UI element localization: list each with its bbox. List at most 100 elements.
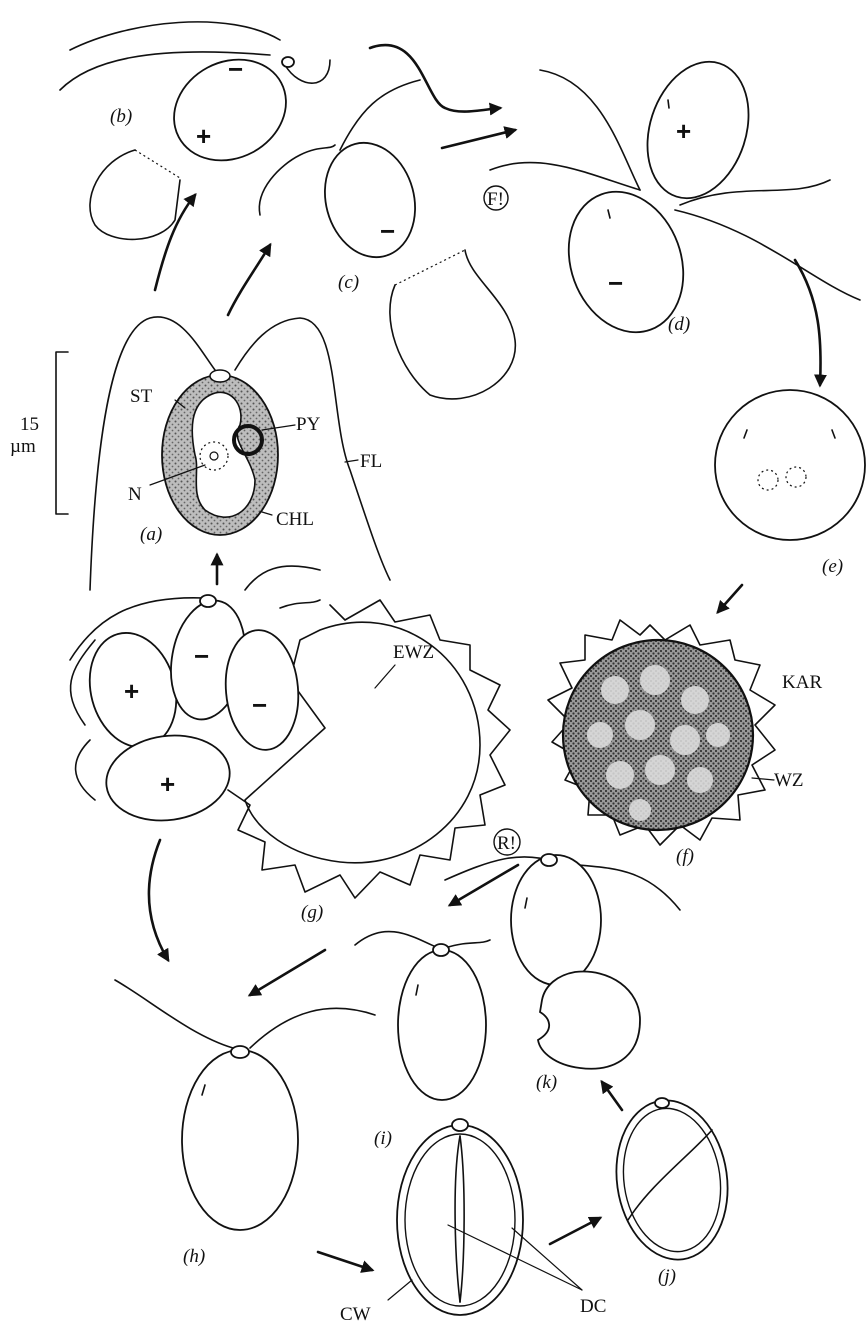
papilla [231, 1046, 249, 1058]
gamete-plus [631, 49, 766, 212]
flagellum [115, 980, 233, 1048]
PY-label: PY [296, 414, 321, 435]
panel-k-label: (k) [536, 1072, 557, 1093]
zygote-cell [715, 390, 865, 540]
flagellum [355, 932, 438, 948]
N-label: N [128, 484, 142, 505]
arrow-i-to-j [550, 1218, 600, 1244]
WZ-leader [752, 778, 774, 780]
flagellum [245, 566, 320, 590]
panel-b-gametes: + − (b) [60, 22, 330, 240]
flagellum [540, 70, 640, 190]
CHL-label: CHL [276, 509, 314, 530]
arrow-k-to-h [250, 950, 325, 995]
arrow-j-to-k [602, 1082, 622, 1110]
papilla [282, 57, 294, 67]
arrow-to-fusion [370, 45, 500, 112]
EWZ-leader [375, 665, 395, 688]
WZ-label: WZ [774, 770, 804, 791]
flagellum [490, 163, 640, 190]
minus-sign: − [380, 216, 395, 246]
gamete-minus [312, 133, 427, 268]
minus-sign: − [194, 641, 209, 671]
arrow-e-to-f [718, 585, 742, 612]
fusion-label: F! [487, 189, 504, 210]
flagellum [675, 210, 860, 300]
scale-value: 15 [20, 414, 39, 435]
DC-leader [512, 1228, 582, 1290]
flagellum [76, 740, 95, 800]
arrow-a-to-c [228, 245, 270, 315]
scale-unit: µm [10, 436, 36, 457]
panel-g-label: (g) [301, 902, 323, 923]
flagellum [70, 22, 280, 50]
panel-a-label: (a) [140, 524, 162, 545]
panel-h-cell: (h) [115, 980, 375, 1267]
flagellum [280, 600, 320, 608]
plus-sign: + [160, 769, 175, 799]
meiosis-label: R! [497, 833, 516, 854]
CW-leader [388, 1280, 412, 1300]
panel-f-zygospore: KAR WZ (f) [548, 620, 822, 867]
CHL-leader [262, 512, 272, 515]
panel-b-label: (b) [110, 106, 132, 127]
minus-sign: − [608, 268, 623, 298]
panel-a-cell: PY ST N FL CHL (a) [90, 317, 390, 590]
empty-wall [390, 250, 515, 399]
plus-sign: + [196, 121, 211, 151]
stigma-mark [668, 100, 669, 108]
panel-j-divided: (j) [606, 1093, 737, 1287]
arrow-f-to-g [450, 865, 518, 905]
ST-label: ST [130, 386, 153, 407]
minus-sign: − [252, 690, 267, 720]
panel-k-release: (k) [355, 854, 680, 1100]
KAR-label: KAR [782, 672, 822, 693]
EWZ-label: EWZ [393, 642, 434, 663]
minus-sign: − [228, 54, 243, 84]
panel-j-label: (j) [658, 1266, 676, 1287]
arrow-a-to-b [155, 195, 195, 290]
plus-sign: + [124, 676, 139, 706]
panel-d-fusion: + − (d) [490, 49, 860, 349]
CW-label: CW [340, 1304, 371, 1325]
papilla [452, 1119, 468, 1131]
flagellum [340, 80, 420, 150]
panel-i-division: (i) CW DC [340, 1119, 606, 1325]
daughter-cell [511, 855, 601, 985]
dotted-opening [135, 150, 180, 178]
panel-f-label: (f) [676, 846, 694, 867]
cell-wall-inner [405, 1134, 515, 1306]
papilla [655, 1098, 669, 1108]
panel-g-germination: EWZ (g) + − − + [70, 566, 510, 923]
panel-e-zygote: (e) [715, 390, 865, 577]
arrow-c-to-d [442, 130, 515, 148]
scale-bracket [56, 352, 68, 514]
papilla [541, 854, 557, 866]
panel-e-label: (e) [822, 556, 843, 577]
panel-d-label: (d) [668, 314, 690, 335]
flagellum [259, 145, 335, 215]
dotted-opening [395, 250, 465, 285]
empty-wall [90, 150, 180, 239]
papilla [210, 370, 230, 382]
DC-label: DC [580, 1296, 606, 1317]
panel-c-gamete: − (c) [259, 80, 515, 399]
papilla [200, 595, 216, 607]
papilla [433, 944, 449, 956]
arrow-d-to-e [795, 260, 821, 385]
arrow-h-to-i [318, 1252, 372, 1270]
panel-c-label: (c) [338, 272, 359, 293]
arrow-g-to-h [149, 840, 168, 960]
meiosis-marker: R! [494, 829, 520, 855]
daughter-cell [398, 950, 486, 1100]
flagellum [445, 940, 490, 948]
panel-h-label: (h) [183, 1246, 205, 1267]
panel-i-label: (i) [374, 1128, 392, 1149]
fusion-marker: F! [484, 186, 508, 210]
flagellum [250, 1008, 375, 1048]
plus-sign: + [676, 116, 691, 146]
empty-mother-wall [538, 972, 640, 1069]
cell [182, 1050, 298, 1230]
